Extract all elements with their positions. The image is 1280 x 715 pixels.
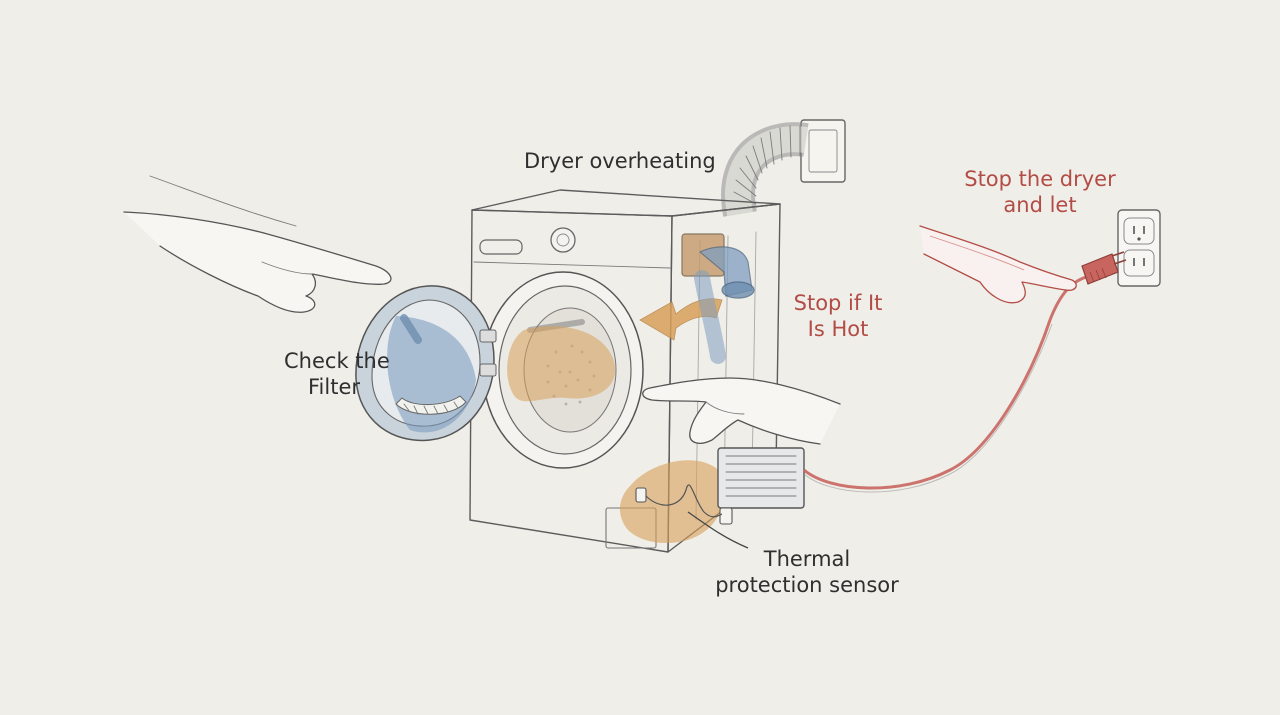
sensor-leader-line bbox=[687, 511, 749, 549]
dryer-overheating-text: Dryer overheating bbox=[524, 149, 716, 173]
dryer-overheating-label: Dryer overheating bbox=[524, 148, 716, 174]
exhaust-elbow bbox=[681, 233, 755, 364]
center-hand-pointing bbox=[642, 377, 841, 445]
thermal-sensor-label: Thermal protection sensor bbox=[712, 546, 902, 598]
drum bbox=[482, 271, 644, 469]
lint-filter-icon bbox=[355, 285, 497, 442]
stop-dryer-label: Stop the dryer and let bbox=[960, 166, 1120, 218]
power-plug-icon bbox=[1081, 251, 1127, 285]
stop-if-hot-line-1: Stop if It bbox=[793, 291, 883, 315]
stop-dryer-line-1: Stop the dryer bbox=[964, 167, 1116, 191]
thermal-sensor-line-1: Thermal bbox=[763, 547, 851, 571]
power-cord bbox=[803, 274, 1091, 490]
stop-if-hot-line-2: Is Hot bbox=[807, 317, 869, 341]
check-filter-line-1: Check the bbox=[284, 349, 390, 373]
thermal-sensor-line-2: protection sensor bbox=[715, 573, 899, 597]
wall-outlet-icon bbox=[1117, 209, 1161, 287]
stop-if-hot-label: Stop if It Is Hot bbox=[790, 290, 886, 342]
check-filter-label: Check the Filter bbox=[284, 348, 390, 400]
left-hand-pointing bbox=[123, 175, 392, 313]
right-hand-pointing bbox=[919, 225, 1077, 304]
thermal-sensor-icon bbox=[619, 447, 805, 544]
check-filter-line-2: Filter bbox=[307, 375, 360, 399]
stop-dryer-line-2: and let bbox=[1003, 193, 1077, 217]
vent-duct-icon bbox=[721, 119, 846, 217]
